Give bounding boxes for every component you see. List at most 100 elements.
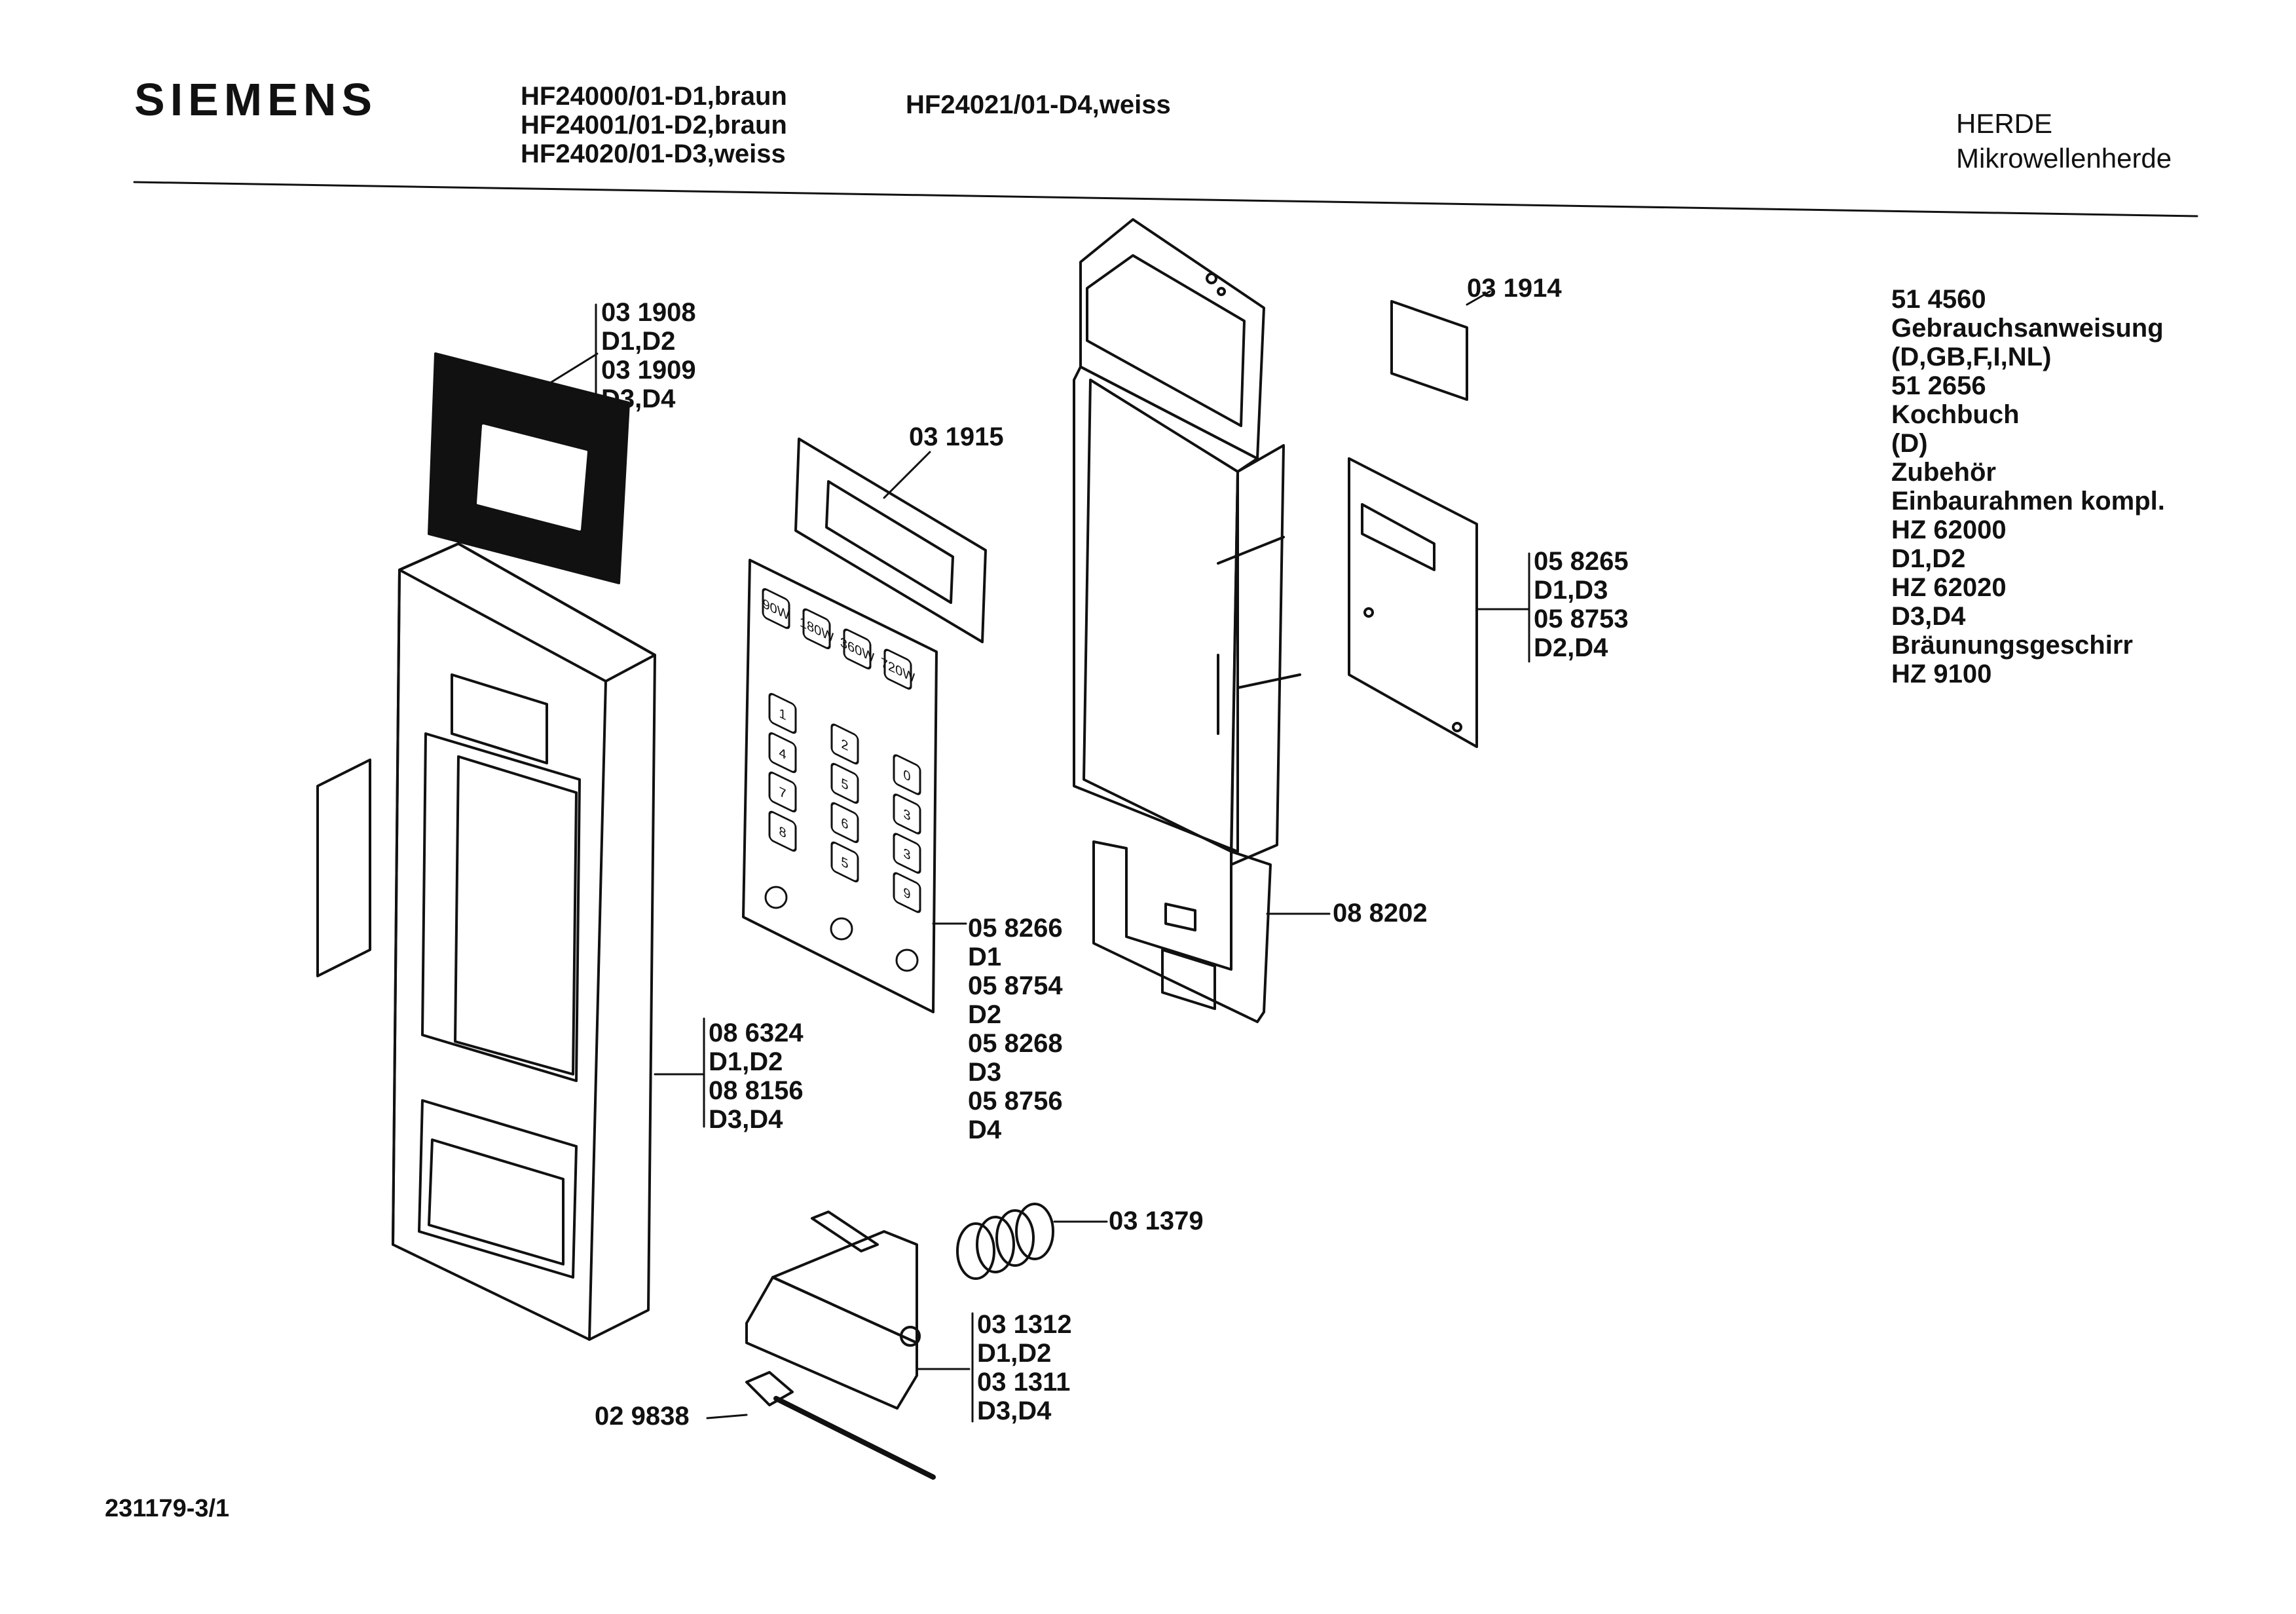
callout-line: 05 8265 <box>1534 547 1629 576</box>
callout-display-window: 03 1915 <box>909 422 1004 451</box>
callout-line: 02 9838 <box>595 1402 690 1431</box>
model-line: HF24021/01-D4,weiss <box>906 90 1171 119</box>
model-line: HF24000/01-D1,braun <box>521 82 787 111</box>
model-line: HF24001/01-D2,braun <box>521 111 787 140</box>
housing-part <box>1073 218 1331 1023</box>
keypad-key: 5 <box>830 762 859 804</box>
callout-line: D3 <box>968 1058 1002 1087</box>
keypad-round-key <box>830 917 853 941</box>
callout-line: 03 1312 <box>977 1310 1072 1339</box>
accessory-line: D1,D2 <box>1891 544 1966 573</box>
keypad-key-label: 3 <box>903 806 910 824</box>
document-number: 231179-3/1 <box>105 1495 230 1522</box>
callout-window-frame: 03 1908 D1,D2 03 1909 D3,D4 <box>601 298 696 413</box>
keypad-round-key <box>895 948 919 972</box>
keypad-key: 360W <box>840 628 874 670</box>
accessory-line: 51 2656 <box>1891 371 1986 400</box>
accessory-line: HZ 62000 <box>1891 516 2007 544</box>
keypad-key: 5 <box>830 841 859 883</box>
keypad-key-label: 90W <box>762 596 789 624</box>
callout-line: 03 1908 <box>601 298 696 327</box>
brand-logo: SIEMENS <box>134 74 378 125</box>
keypad-key-label: 720W <box>881 655 915 686</box>
callout-spring: 03 1379 <box>1109 1207 1204 1235</box>
accessory-line: HZ 62020 <box>1891 573 2007 602</box>
keypad-key: 4 <box>768 732 797 774</box>
callout-line: 05 8266 <box>968 914 1063 943</box>
keypad-key: 9 <box>893 872 921 913</box>
keypad-round-key <box>764 886 788 909</box>
keypad-key: 90W <box>762 588 790 629</box>
callout-line: 08 8156 <box>709 1076 804 1105</box>
callout-line: 08 8202 <box>1333 899 1428 928</box>
model-list-2: HF24021/01-D4,weiss <box>906 90 1171 119</box>
keypad-key: 6 <box>830 802 859 844</box>
accessory-line: Kochbuch <box>1891 400 2020 429</box>
accessory-line: Zubehör <box>1891 458 1996 487</box>
keypad-key-label: 360W <box>840 635 874 666</box>
lever-part <box>706 1371 936 1480</box>
callout-line: 03 1311 <box>977 1368 1071 1397</box>
keypad-key-label: 4 <box>779 745 786 762</box>
callout-line: D1,D2 <box>709 1047 783 1076</box>
accessory-line: (D) <box>1891 429 1928 458</box>
callout-door-panel: 08 6324 D1,D2 08 8156 D3,D4 <box>709 1019 804 1134</box>
accessory-line: (D,GB,F,I,NL) <box>1891 343 2052 371</box>
callout-line: 05 8754 <box>968 971 1063 1000</box>
callout-keypad: 05 8266 D1 05 8754 D2 05 8268 D3 05 8756… <box>968 914 1063 1144</box>
handle-part <box>745 1210 971 1410</box>
keypad-key: 180W <box>800 608 834 650</box>
callout-line: D1 <box>968 943 1002 971</box>
category-title: HERDE <box>1956 108 2053 139</box>
model-line: HF24020/01-D3,weiss <box>521 140 786 168</box>
callout-line: D1,D2 <box>977 1339 1052 1368</box>
leader-label-sticker <box>1466 290 1491 306</box>
spring-part <box>956 1203 1108 1280</box>
door-panel-part <box>392 542 705 1341</box>
callout-label-sticker: 03 1914 <box>1467 274 1562 303</box>
subcategory-title: Mikrowellenherde <box>1956 143 2172 174</box>
keypad-key: 1 <box>768 692 797 734</box>
callout-line: D3,D4 <box>977 1397 1052 1425</box>
header-rule <box>133 181 2198 217</box>
accessory-line: Gebrauchsanweisung <box>1891 314 2164 343</box>
accessory-line: Bräunungsgeschirr <box>1891 631 2133 660</box>
keypad-key-label: 3 <box>903 846 910 863</box>
callout-line: D3,D4 <box>601 385 676 413</box>
callout-line: 03 1915 <box>909 422 1004 451</box>
callout-line: D3,D4 <box>709 1105 783 1134</box>
keypad-key-label: 5 <box>841 776 848 793</box>
display-window-part <box>794 438 987 643</box>
keypad-key: 3 <box>893 833 921 874</box>
callout-line: 03 1914 <box>1467 274 1562 303</box>
accessories-list: 51 4560 Gebrauchsanweisung (D,GB,F,I,NL)… <box>1891 285 2165 688</box>
leader-lever <box>706 1414 748 1419</box>
callout-pcb: 05 8265 D1,D3 05 8753 D2,D4 <box>1534 547 1629 662</box>
callout-line: D4 <box>968 1116 1002 1144</box>
leader-display-window <box>883 451 931 499</box>
model-list-1: HF24000/01-D1,braun HF24001/01-D2,braun … <box>521 82 787 168</box>
side-sticker-part <box>316 759 371 977</box>
callout-line: D2,D4 <box>1534 633 1608 662</box>
leader-window-frame <box>532 352 599 394</box>
accessory-line: 51 4560 <box>1891 285 1986 314</box>
callout-line: 05 8756 <box>968 1087 1063 1116</box>
label-sticker-part <box>1390 290 1491 401</box>
keypad-key-label: 5 <box>841 854 848 872</box>
keypad-key: 3 <box>893 793 921 835</box>
callout-line: 03 1379 <box>1109 1207 1204 1235</box>
callout-line: D1,D2 <box>601 327 676 356</box>
callout-line: 05 8753 <box>1534 605 1629 633</box>
keypad-key-label: 8 <box>779 823 786 841</box>
callout-handle: 03 1312 D1,D2 03 1311 D3,D4 <box>977 1310 1072 1425</box>
keypad-key-label: 2 <box>841 736 848 754</box>
accessory-line: D3,D4 <box>1891 602 1966 631</box>
keypad-key: 720W <box>881 648 915 690</box>
accessory-line: Einbaurahmen kompl. <box>1891 487 2165 516</box>
pcb-part <box>1348 457 1530 748</box>
callout-lever: 02 9838 <box>595 1402 690 1431</box>
callout-line: 05 8268 <box>968 1029 1063 1058</box>
keypad-key: 0 <box>893 754 921 795</box>
